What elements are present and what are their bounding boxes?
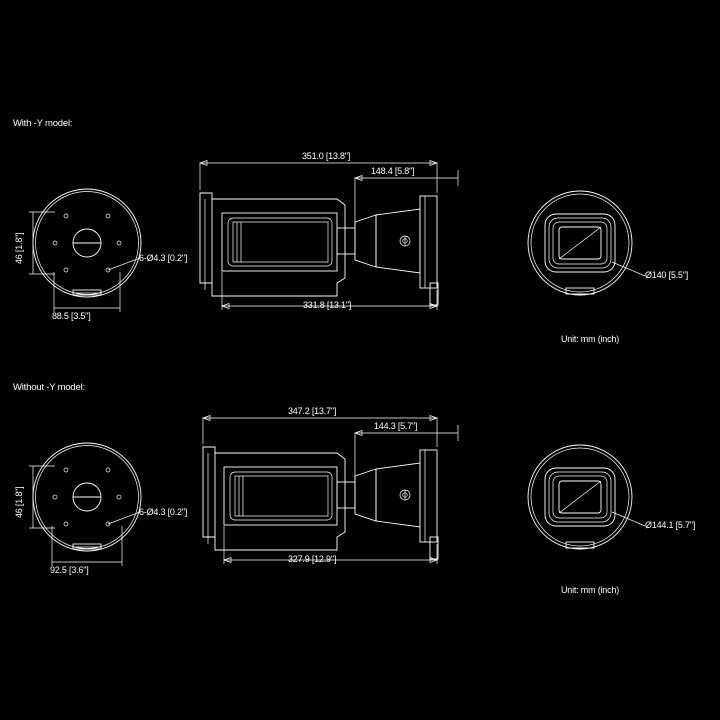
section-title-without-y: Without -Y model:	[13, 382, 85, 393]
label-overall-top-1: 351.0 [13.8"]	[302, 151, 351, 161]
section-title-with-y: With -Y model:	[13, 118, 73, 129]
camera-side-view-2	[201, 415, 459, 564]
camera-front-view-2	[527, 444, 646, 550]
camera-front-view-1	[527, 190, 646, 296]
label-base-width-1: 88.5 [3.5"]	[52, 311, 91, 321]
unit-note-1: Unit: mm (inch)	[561, 334, 620, 344]
base-plate-view-2	[29, 442, 142, 566]
label-base-width-2: 92.5 [3.6"]	[50, 565, 89, 575]
label-overall-bottom-2: 327.9 [12.9"]	[288, 554, 337, 564]
label-base-height-2: 46 [1.8"]	[14, 486, 24, 518]
label-base-holes-1: 6-Ø4.3 [0.2"]	[139, 253, 188, 263]
base-plate-view-1	[29, 188, 142, 312]
label-lens-len-1: 148.4 [5.8"]	[371, 166, 415, 176]
unit-note-2: Unit: mm (inch)	[561, 585, 620, 595]
camera-side-view-1	[198, 160, 459, 310]
label-front-dia-1: Ø140 [5.5"]	[645, 270, 689, 280]
label-overall-bottom-1: 331.8 [13.1"]	[303, 300, 352, 310]
label-front-dia-2: Ø144.1 [5.7"]	[645, 520, 696, 530]
label-overall-top-2: 347.2 [13.7"]	[288, 406, 337, 416]
label-base-holes-2: 6-Ø4.3 [0.2"]	[139, 507, 188, 517]
label-lens-len-2: 144.3 [5.7"]	[374, 421, 418, 431]
